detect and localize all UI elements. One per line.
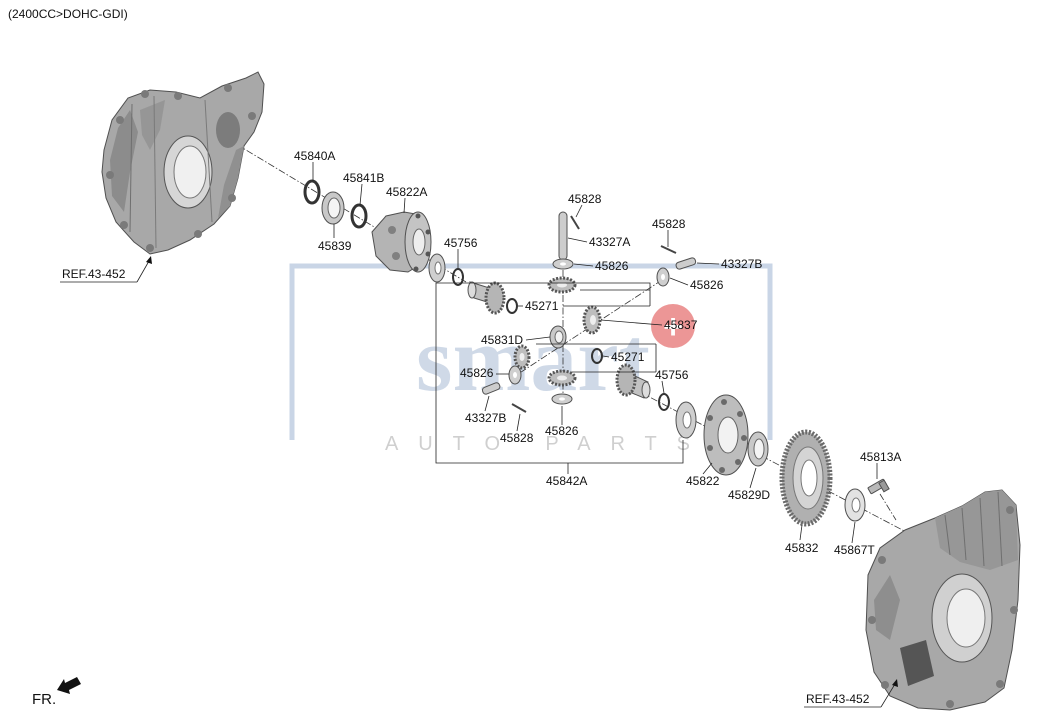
part-number-labels: 45840A 45841B 45822A 45839 45756 45828 4… — [294, 149, 901, 557]
assembly-bracket — [435, 282, 684, 464]
label-45826-bottom[interactable]: 45826 — [545, 424, 579, 438]
part-45839-bearing[interactable] — [321, 191, 345, 225]
label-45813A[interactable]: 45813A — [860, 450, 901, 464]
watermark-frame — [289, 263, 773, 440]
part-45756-ring-right[interactable] — [658, 393, 670, 411]
part-45822A-case[interactable] — [371, 211, 432, 273]
watermark: smart + AUTO PARTS — [289, 263, 773, 455]
label-45841B[interactable]: 45841B — [343, 171, 384, 185]
label-45828-right[interactable]: 45828 — [652, 217, 686, 231]
label-45842A[interactable]: 45842A — [546, 474, 587, 488]
part-pinion-gear-left[interactable] — [513, 344, 531, 370]
label-45826-top[interactable]: 45826 — [595, 259, 629, 273]
part-pinion-gear-top[interactable] — [547, 276, 577, 294]
label-45756-right[interactable]: 45756 — [655, 368, 689, 382]
part-45828-pin-right[interactable] — [660, 245, 677, 254]
label-45271-lower[interactable]: 45271 — [611, 350, 645, 364]
part-45831D-spacer[interactable] — [549, 325, 567, 349]
label-45837[interactable]: 45837 — [664, 318, 698, 332]
front-arrow-icon — [57, 677, 81, 694]
label-43327A[interactable]: 43327A — [589, 235, 630, 249]
watermark-plus-icon: + — [663, 308, 683, 346]
part-45840A-ring[interactable] — [303, 179, 321, 205]
transmission-housing-left — [101, 71, 265, 255]
part-45813A-bolt[interactable] — [867, 478, 890, 495]
label-43327B-right[interactable]: 43327B — [721, 257, 762, 271]
part-45271-side-gear-right[interactable] — [615, 363, 651, 399]
transmission-housing-right — [865, 489, 1021, 711]
part-45271-ring-right[interactable] — [591, 348, 603, 364]
front-direction-label: FR. — [32, 691, 56, 708]
part-45826-washer-bottom[interactable] — [551, 393, 573, 405]
label-45822[interactable]: 45822 — [686, 474, 720, 488]
watermark-plus-badge — [651, 304, 695, 348]
label-45840A[interactable]: 45840A — [294, 149, 335, 163]
label-43327B-bottom[interactable]: 43327B — [465, 411, 506, 425]
label-45867T[interactable]: 45867T — [834, 543, 875, 557]
reference-left: REF.43-452 — [60, 256, 152, 283]
watermark-tagline: AUTO PARTS — [385, 433, 690, 455]
part-45867T-washer[interactable] — [844, 488, 866, 522]
label-45829D[interactable]: 45829D — [728, 488, 770, 502]
reference-right: REF.43-452 — [804, 679, 898, 708]
reference-arrow-right-icon — [892, 679, 898, 687]
reference-arrow-left-icon — [146, 256, 152, 264]
label-45822A[interactable]: 45822A — [386, 185, 427, 199]
leader-lines — [312, 162, 878, 544]
part-45822-case[interactable] — [703, 394, 749, 476]
label-45756-left[interactable]: 45756 — [444, 236, 478, 250]
part-pinion-gear-bottom[interactable] — [547, 369, 577, 387]
part-43327B-pin-bottom[interactable] — [481, 382, 501, 395]
engine-spec-header: (2400CC>DOHC-GDI) — [8, 7, 128, 21]
label-45826-left[interactable]: 45826 — [460, 366, 494, 380]
reference-label-right[interactable]: REF.43-452 — [806, 692, 870, 706]
part-45271-ring-left[interactable] — [506, 298, 518, 314]
part-43327B-pin-right[interactable] — [675, 257, 697, 270]
part-43327A-shaft[interactable] — [558, 211, 568, 261]
front-direction-indicator: FR. — [32, 677, 81, 708]
label-45271-upper[interactable]: 45271 — [525, 299, 559, 313]
part-45828-pin-bottom[interactable] — [511, 403, 527, 413]
part-45826-washer-left[interactable] — [508, 365, 522, 385]
part-45832-ring-gear[interactable] — [779, 429, 833, 527]
part-45837-gear[interactable] — [582, 305, 602, 335]
part-45826-washer-top[interactable] — [552, 258, 574, 270]
reference-label-left[interactable]: REF.43-452 — [62, 267, 126, 281]
part-45756-plate-left[interactable] — [428, 253, 446, 283]
label-45826-right[interactable]: 45826 — [690, 278, 724, 292]
part-45826-washer-right[interactable] — [656, 267, 670, 287]
watermark-brand: smart — [416, 308, 650, 410]
label-45828-bottom[interactable]: 45828 — [500, 431, 534, 445]
part-45756-ring-left[interactable] — [452, 268, 464, 286]
part-45841B-ring[interactable] — [350, 203, 368, 229]
label-45831D[interactable]: 45831D — [481, 333, 523, 347]
label-45828-top[interactable]: 45828 — [568, 192, 602, 206]
label-45839[interactable]: 45839 — [318, 239, 352, 253]
part-45829D-bearing[interactable] — [747, 431, 769, 467]
part-45756-plate-right[interactable] — [675, 401, 697, 439]
part-45828-pin-top[interactable] — [570, 215, 580, 230]
label-45832[interactable]: 45832 — [785, 541, 819, 555]
